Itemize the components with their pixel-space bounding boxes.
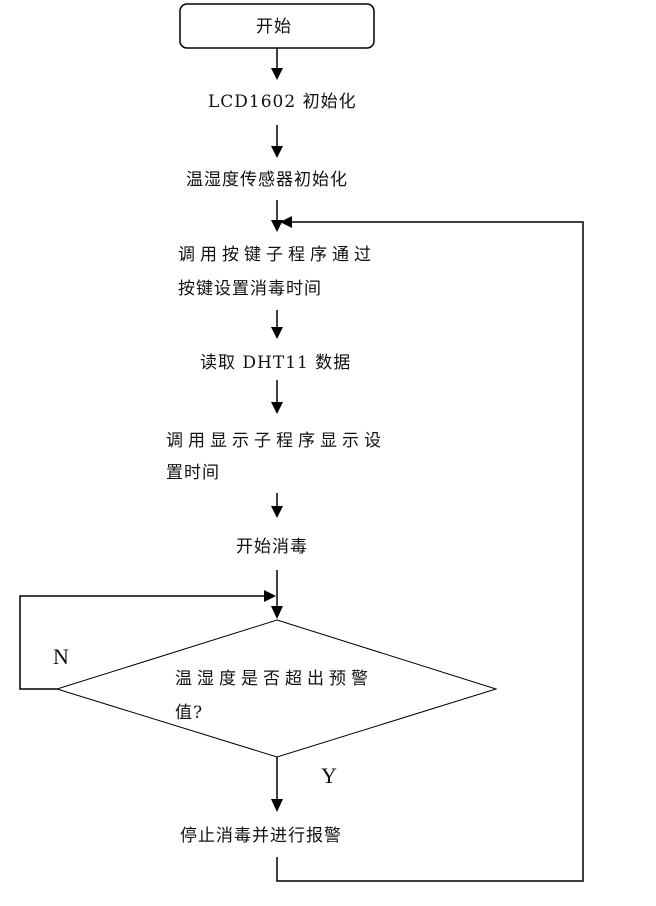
loop-back-arrowhead: [280, 216, 292, 228]
no-branch-label: N: [53, 644, 69, 669]
flow-arrows: [271, 48, 283, 812]
decision-label-line2: 值?: [175, 703, 204, 723]
step-key-subroutine-line2: 按键设置消毒时间: [178, 279, 322, 299]
step-start-disinfect: 开始消毒: [236, 537, 308, 557]
step-stop-and-alarm: 停止消毒并进行报警: [180, 826, 342, 846]
decision-diamond: [55, 619, 498, 758]
step-key-subroutine-line1: 调用按键子程序通过: [178, 245, 376, 265]
decision-label-line1: 温湿度是否超出预警: [175, 669, 373, 689]
loop-back-connector: [276, 221, 584, 882]
no-branch-connector: [19, 595, 265, 690]
step-read-dht11: 读取 DHT11 数据: [200, 353, 352, 373]
step-display-subroutine-line2: 置时间: [166, 463, 220, 483]
no-branch-arrowhead: [264, 590, 276, 602]
step-display-subroutine-line1: 调用显示子程序显示设: [166, 431, 386, 451]
step-sensor-init: 温湿度传感器初始化: [186, 170, 348, 190]
yes-branch-label: Y: [321, 763, 337, 788]
start-label: 开始: [256, 17, 292, 37]
step-lcd-init: LCD1602 初始化: [208, 92, 357, 112]
